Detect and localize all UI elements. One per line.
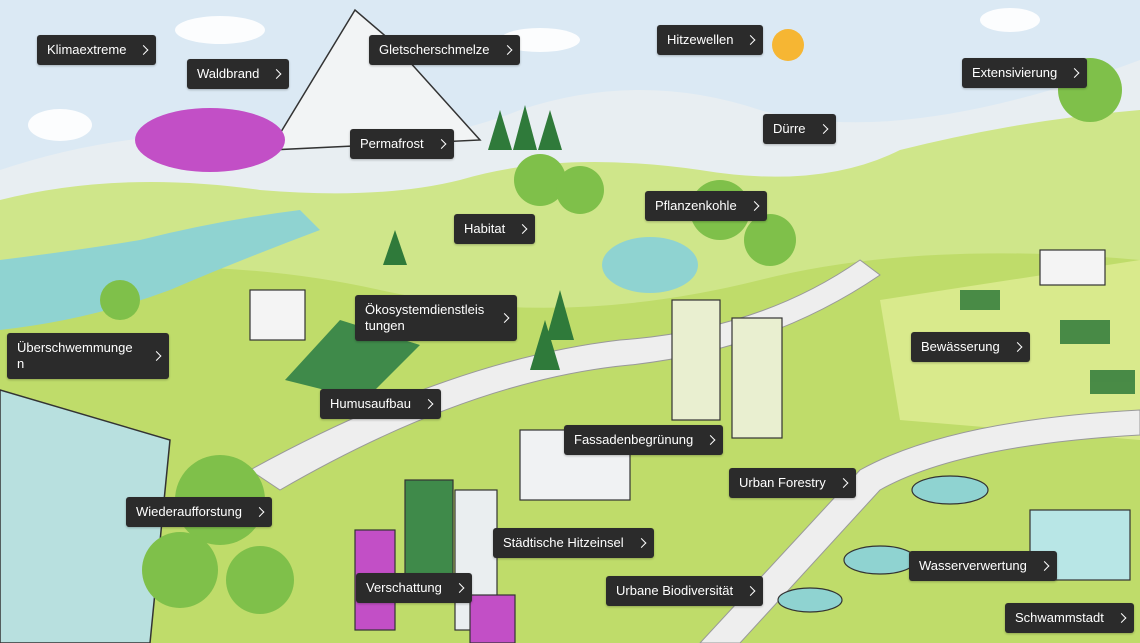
lake <box>602 237 698 293</box>
chevron-right-icon <box>139 45 149 55</box>
hotspot-extensivierung[interactable]: Extensivierung <box>962 58 1088 88</box>
hotspot-urban-forestry[interactable]: Urban Forestry <box>729 468 856 498</box>
hotspot-label: Gletscherschmelze <box>379 42 490 57</box>
chevron-right-icon <box>499 313 510 323</box>
hotspot-label: Dürre <box>773 121 806 136</box>
chevron-right-icon <box>746 35 756 45</box>
hotspot-bewaesserung[interactable]: Bewässerung <box>911 332 1030 362</box>
road <box>249 259 881 491</box>
hotspot-urbane-biodiversitaet[interactable]: Urbane Biodiversität <box>606 576 764 606</box>
chevron-right-icon <box>254 507 265 517</box>
hotspot-gletscherschmelze[interactable]: Gletscherschmelze <box>369 35 520 65</box>
hotspot-permafrost[interactable]: Permafrost <box>350 129 454 159</box>
hotspot-schwammstadt[interactable]: Schwammstadt <box>1005 603 1134 633</box>
chevron-right-icon <box>749 201 760 211</box>
chevron-right-icon <box>517 224 528 234</box>
hotspot-label: Pflanzenkohle <box>655 198 737 213</box>
hotspot-ueberschwemmungen[interactable]: Überschwemmungen <box>7 333 169 379</box>
hotspot-label: Humusaufbau <box>330 396 411 411</box>
hotspot-oekosystemdienstleistungen[interactable]: Ökosystemdienstleistungen <box>355 295 517 341</box>
dam <box>0 389 171 643</box>
chevron-right-icon <box>502 45 512 55</box>
wildfire-forest <box>135 108 285 172</box>
hotspot-staedtische-hitzeinsel[interactable]: Städtische Hitzeinsel <box>493 528 654 558</box>
chevron-right-icon <box>838 478 849 488</box>
hotspot-label: Überschwemmungen <box>17 340 133 371</box>
chevron-right-icon <box>636 538 647 548</box>
chevron-right-icon <box>1039 561 1050 571</box>
chevron-right-icon <box>271 69 282 79</box>
chevron-right-icon <box>1116 613 1127 623</box>
hotspot-waldbrand[interactable]: Waldbrand <box>187 59 290 89</box>
chevron-right-icon <box>423 399 434 409</box>
chevron-right-icon <box>1069 68 1080 78</box>
hotspot-label: Hitzewellen <box>667 32 734 47</box>
hotspot-label: Urban Forestry <box>739 475 826 490</box>
chevron-right-icon <box>1012 342 1023 352</box>
chevron-right-icon <box>151 351 162 361</box>
hotspot-label: Urbane Biodiversität <box>616 583 734 598</box>
hotspot-label: Wasserverwertung <box>919 558 1027 573</box>
hotspot-fassadenbegruenung[interactable]: Fassadenbegrünung <box>564 425 724 455</box>
hotspot-klimaextreme[interactable]: Klimaextreme <box>37 35 157 65</box>
chevron-right-icon <box>705 435 716 445</box>
hotspot-humusaufbau[interactable]: Humusaufbau <box>320 389 441 419</box>
hotspot-pflanzenkohle[interactable]: Pflanzenkohle <box>645 191 767 221</box>
hotspot-label: Klimaextreme <box>47 42 127 57</box>
green-tower <box>671 299 721 421</box>
hotspot-habitat[interactable]: Habitat <box>454 214 536 244</box>
hotspot-duerre[interactable]: Dürre <box>763 114 836 144</box>
hotspot-wasserverwertung[interactable]: Wasserverwertung <box>909 551 1057 581</box>
hotspot-hitzewellen[interactable]: Hitzewellen <box>657 25 764 55</box>
chevron-right-icon <box>818 124 828 134</box>
hotspot-label: Wiederaufforstung <box>136 504 242 519</box>
hotspot-label: Verschattung <box>366 580 442 595</box>
hotspot-label: Extensivierung <box>972 65 1058 80</box>
hotspot-label: Bewässerung <box>921 339 1000 354</box>
chevron-right-icon <box>454 583 465 593</box>
sun-icon <box>772 29 804 61</box>
hotspot-label: Städtische Hitzeinsel <box>503 535 624 550</box>
hotspot-label: Schwammstadt <box>1015 610 1104 625</box>
hotspot-label: Habitat <box>464 221 506 236</box>
hotspot-label: Waldbrand <box>197 66 260 81</box>
hotspot-wiederaufforstung[interactable]: Wiederaufforstung <box>126 497 272 527</box>
chevron-right-icon <box>745 586 756 596</box>
chevron-right-icon <box>436 139 447 149</box>
hotspot-label: Ökosystemdienstleistungen <box>365 302 485 333</box>
hotspot-label: Permafrost <box>360 136 424 151</box>
treatment-basin <box>911 475 989 505</box>
hotspot-verschattung[interactable]: Verschattung <box>356 573 472 603</box>
farmhouse <box>249 289 306 341</box>
hotspot-label: Fassadenbegrünung <box>574 432 694 447</box>
river <box>0 210 320 330</box>
